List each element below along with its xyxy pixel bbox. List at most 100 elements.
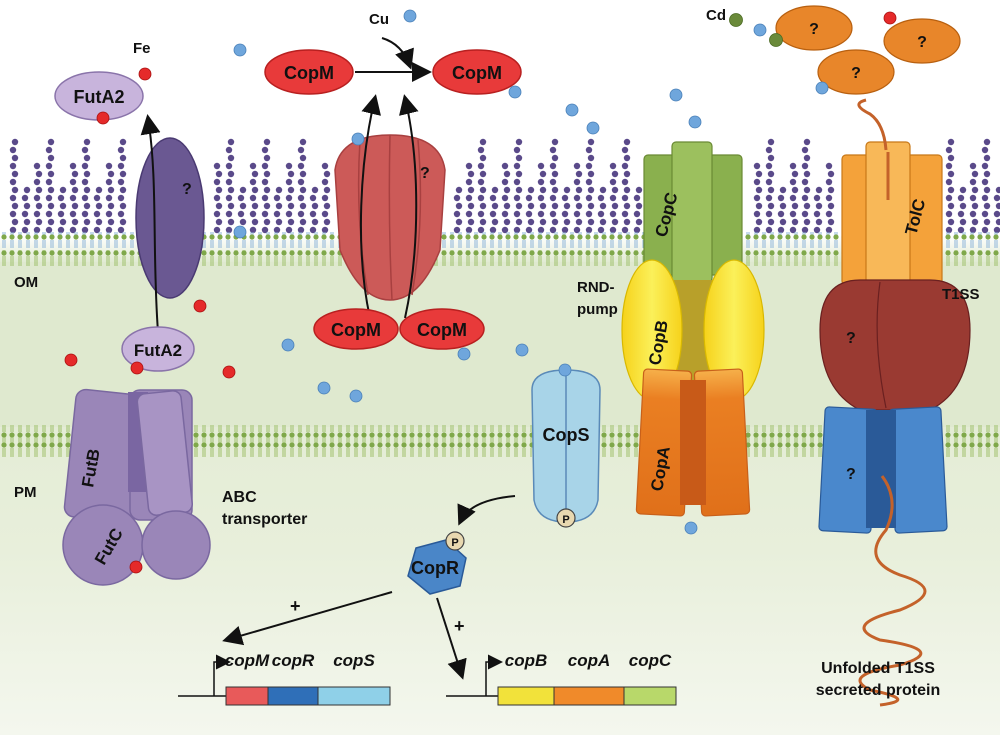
lps-bead [117,226,125,234]
lps-bead [285,226,293,234]
abc-label-2: transporter [222,511,307,528]
lps-bead [525,226,533,234]
gene-box-copA [553,686,625,706]
lps-bead [515,138,523,146]
cops-to-copr-arrow [457,495,516,526]
lps-bead [983,170,991,178]
lps-bead [323,218,331,226]
abc-label-1: ABC [222,489,257,506]
lps-bead [311,202,319,210]
lps-bead [239,186,247,194]
lps-bead [623,218,631,226]
lps-bead [635,202,643,210]
lps-bead [957,194,965,202]
lps-bead [81,194,89,202]
lps-bead [45,194,53,202]
lps-bead [801,178,809,186]
lps-bead [549,210,557,218]
lps-bead [9,226,17,234]
lps-bead [767,186,775,194]
lps-bead [263,138,271,146]
lps-bead [503,170,511,178]
lps-bead [515,170,523,178]
lps-bead [825,226,833,234]
lps-bead [551,218,559,226]
lps-bead [321,178,329,186]
lps-bead [467,218,475,226]
copm-arrow-right [399,94,419,319]
lps-bead [573,162,581,170]
lps-bead [575,186,583,194]
lps-bead [537,194,545,202]
lps-bead [801,146,809,154]
lps-bead [477,226,485,234]
lps-bead [249,178,257,186]
copper-ion [233,225,247,239]
lps-bead [813,226,821,234]
lps-bead [513,226,521,234]
lps-bead [479,154,487,162]
lps-bead [117,194,125,202]
fe-label: Fe [133,40,151,57]
lps-bead [45,210,53,218]
lps-bead [119,170,127,178]
lps-bead [69,210,77,218]
lps-bead [959,218,967,226]
lps-bead [225,194,233,202]
secreted-2-label: ? [917,34,927,51]
outer-membrane-inner-leaflet [0,250,1000,266]
lps-bead [321,210,329,218]
lps-bead [321,194,329,202]
lps-bead [789,194,797,202]
lps-bead [455,218,463,226]
rnd-label-2: pump [577,301,618,318]
plus-left: + [290,596,301,616]
lps-bead [753,210,761,218]
copm-out-left [264,49,354,95]
lps-bead [491,218,499,226]
copm-channel-seam-3 [411,139,422,296]
lps-bead [33,162,41,170]
lps-bead [477,210,485,218]
gene-label-copA: copA [568,651,611,670]
lps-bead [323,170,331,178]
copper-ion [684,521,698,535]
copr-label: CopR [411,558,459,578]
lps-bead [81,210,89,218]
lps-bead [225,210,233,218]
iron-ion [883,11,897,25]
futc-right [141,510,211,580]
lps-bead [297,226,305,234]
lps-bead [585,146,593,154]
lps-bead [69,162,77,170]
lps-bead [609,194,617,202]
lps-bead [455,186,463,194]
lps-bead [573,226,581,234]
lps-bead [9,178,17,186]
lps-bead [825,194,833,202]
lps-bead [57,210,65,218]
lps-bead [263,154,271,162]
lps-bead [11,154,19,162]
lps-bead [827,218,835,226]
lps-bead [801,162,809,170]
copm-arrow-left [359,94,381,319]
futa2-inner-label: FutA2 [134,341,182,360]
lps-bead [35,202,43,210]
lps-bead [609,162,617,170]
lps-bead [105,210,113,218]
lps-bead [323,202,331,210]
lps-bead [791,218,799,226]
lps-bead [227,138,235,146]
lps-bead [119,202,127,210]
lps-bead [33,178,41,186]
t1ss-middle [819,279,971,411]
lps-bead [635,186,643,194]
copm-out-right [432,49,522,95]
gene-box-copR [267,686,319,706]
lps-bead [815,218,823,226]
lps-bead [45,178,53,186]
lps-bead [323,186,331,194]
lps-bead [489,194,497,202]
